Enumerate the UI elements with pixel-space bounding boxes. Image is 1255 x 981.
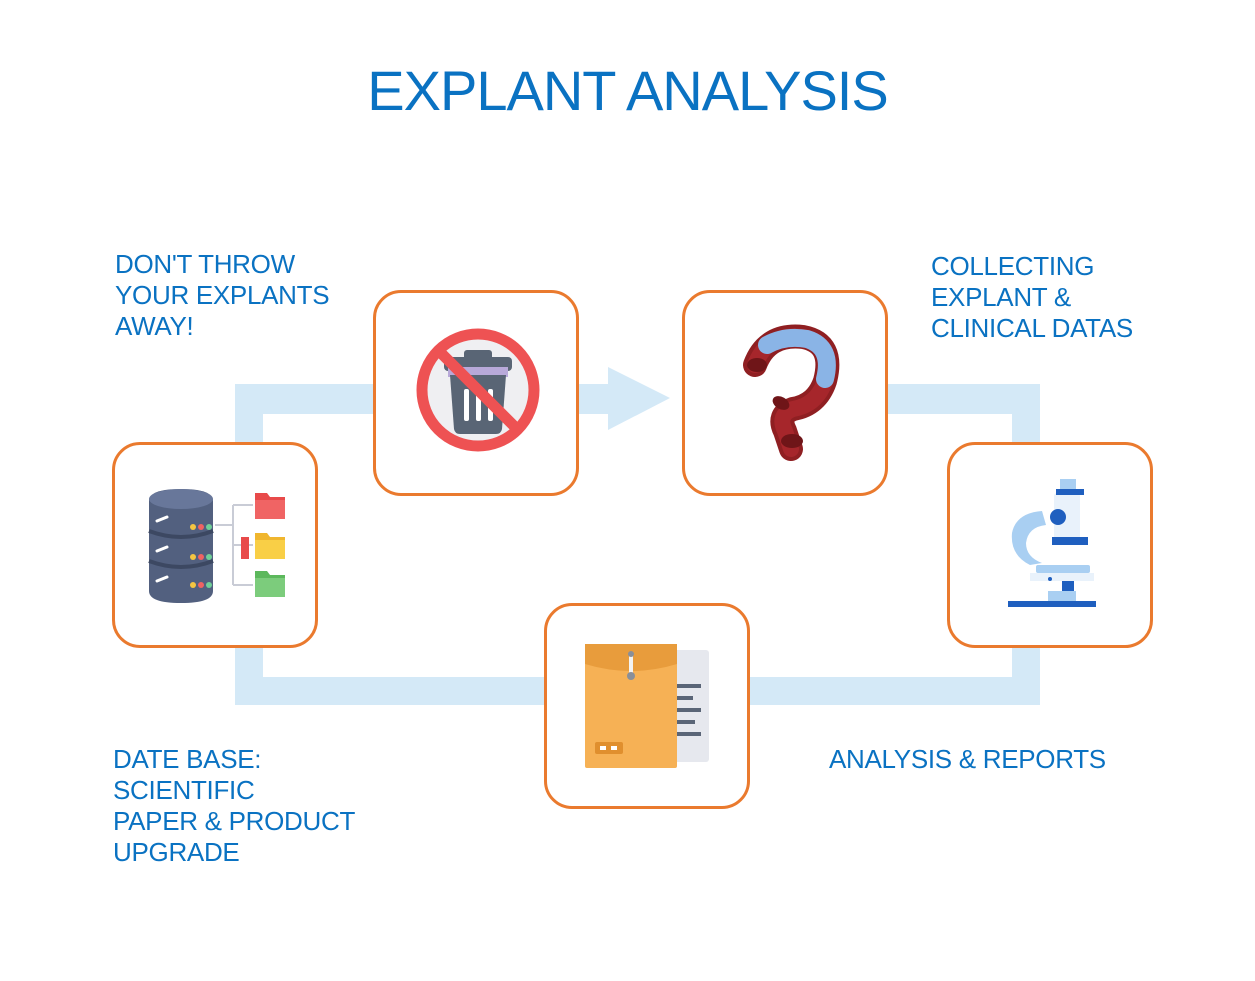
label-line: AWAY! [115,311,194,341]
page-title: EXPLANT ANALYSIS [367,59,888,122]
envelope-document-icon [585,644,709,768]
label-analysis: ANALYSIS & REPORTS [829,744,1106,775]
label-dont-throw: DON'T THROW YOUR EXPLANTS AWAY! [115,249,330,342]
label-line: DON'T THROW [115,249,295,279]
label-line: SCIENTIFIC [113,775,255,805]
label-database: DATE BASE: SCIENTIFIC PAPER & PRODUCT UP… [113,744,355,868]
label-line: ANALYSIS & REPORTS [829,744,1106,774]
label-line: PAPER & PRODUCT [113,806,356,836]
node-dont-throw [373,290,579,496]
node-collecting [682,290,888,496]
label-line: YOUR EXPLANTS [115,280,330,310]
blood-vessel-icon [743,324,840,461]
label-collecting: COLLECTING EXPLANT & CLINICAL DATAS [931,251,1133,344]
node-database [112,442,318,648]
label-line: COLLECTING [931,251,1095,281]
microscope-icon [1008,479,1096,607]
database-folders-icon [148,489,285,603]
label-line: CLINICAL DATAS [931,313,1133,343]
label-line: EXPLANT & [931,282,1071,312]
no-trash-icon [416,328,540,452]
node-reports [544,603,750,809]
node-analysis [947,442,1153,648]
label-line: DATE BASE: [113,744,262,774]
label-line: UPGRADE [113,837,240,867]
